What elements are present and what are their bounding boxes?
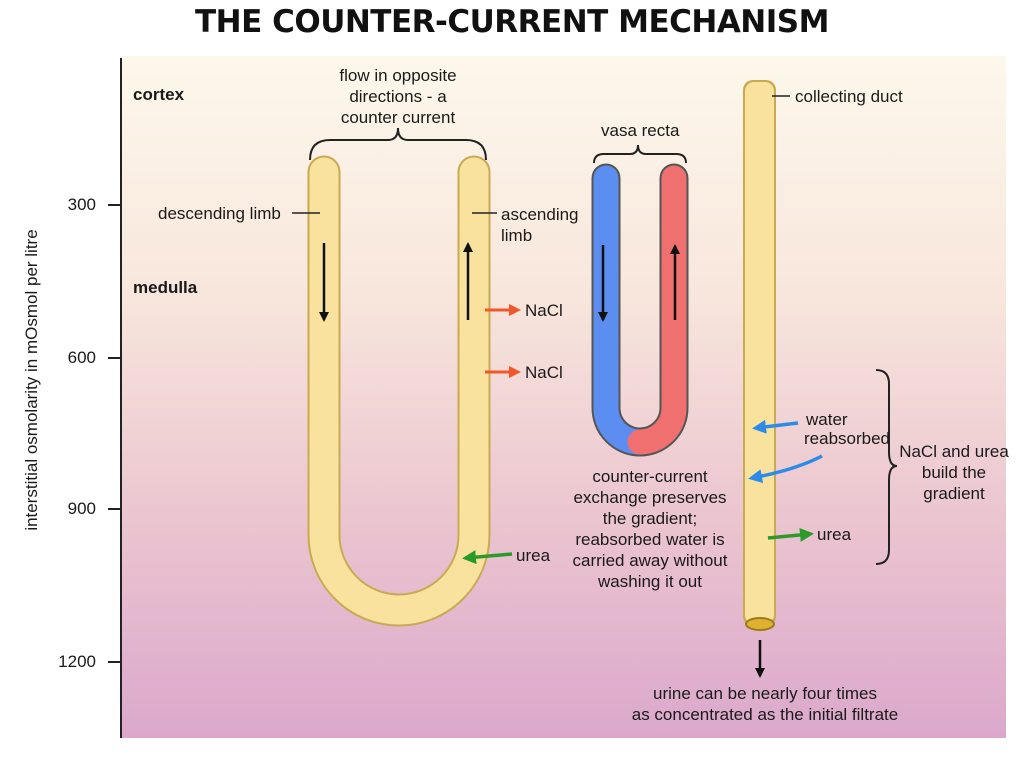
collecting-duct [745, 82, 774, 624]
ascending-limb-label-line-1: ascending [501, 205, 579, 224]
y-axis-label: interstitial osmolarity in mOsmol per li… [22, 229, 41, 531]
vasa-note-line-4: reabsorbed water is [575, 530, 725, 549]
water-arrow-1 [752, 419, 799, 434]
ascending-limb-label-line-2: limb [501, 226, 533, 245]
duct-urea-arrow [767, 527, 814, 542]
vasa-recta-ascending [627, 165, 687, 455]
vasa-note-line-5: carried away without [572, 551, 728, 570]
gradient-note-line-2: build the [921, 463, 987, 482]
loop-brace [309, 127, 487, 161]
region-medulla-label: medulla [133, 278, 198, 297]
loop-urea-label: urea [516, 546, 551, 565]
gradient-note: NaCl and urea build the gradient [896, 441, 1012, 504]
vasa-note-line-2: exchange preserves [573, 488, 727, 507]
diagram-title: THE COUNTER-CURRENT MECHANISM [195, 4, 829, 40]
vasa-recta-note: counter-current exchange preserves the g… [555, 466, 745, 592]
vasa-recta-label: vasa recta [601, 121, 680, 140]
descending-limb-label: descending limb [158, 204, 281, 223]
tick-label-300: 300 [67, 195, 96, 214]
flow-note-line-1: flow in opposite [339, 66, 457, 85]
region-cortex-label: cortex [133, 85, 185, 104]
urine-note-line-1: urine can be nearly four times [653, 684, 877, 703]
duct-urea-label: urea [817, 525, 852, 544]
tick-label-600: 600 [67, 348, 96, 367]
gradient-note-line-3: gradient [923, 484, 985, 503]
collecting-duct-label: collecting duct [795, 87, 903, 106]
ascending-limb-label: ascending limb [501, 204, 579, 246]
vasa-note-line-1: counter-current [592, 467, 708, 486]
flow-note-line-3: counter current [340, 108, 456, 127]
gradient-note-line-1: NaCl and urea [899, 442, 1009, 461]
background-gradient [121, 56, 1006, 738]
tick-label-900: 900 [67, 499, 96, 518]
nacl-label-2: NaCl [525, 363, 563, 382]
water-reabsorbed-label: water reabsorbed [804, 410, 890, 448]
collecting-duct-opening [745, 617, 775, 631]
water-label-line-1: water [806, 410, 848, 429]
water-label-line-2: reabsorbed [804, 429, 891, 448]
flow-note: flow in opposite directions - a counter … [298, 65, 498, 128]
nacl-label-1: NaCl [525, 301, 563, 320]
gradient-brace [875, 369, 898, 565]
flow-note-line-2: directions - a [349, 87, 447, 106]
vasa-note-line-6: washing it out [598, 572, 702, 591]
vasa-note-line-3: the gradient; [602, 509, 698, 528]
water-arrow-2 [748, 454, 823, 484]
loop-urea-arrow [462, 550, 513, 565]
urine-note-line-2: as concentrated as the initial filtrate [631, 705, 899, 724]
tick-label-1200: 1200 [58, 652, 96, 671]
vasa-recta-brace [593, 144, 687, 164]
urine-note: urine can be nearly four times as concen… [615, 683, 915, 725]
